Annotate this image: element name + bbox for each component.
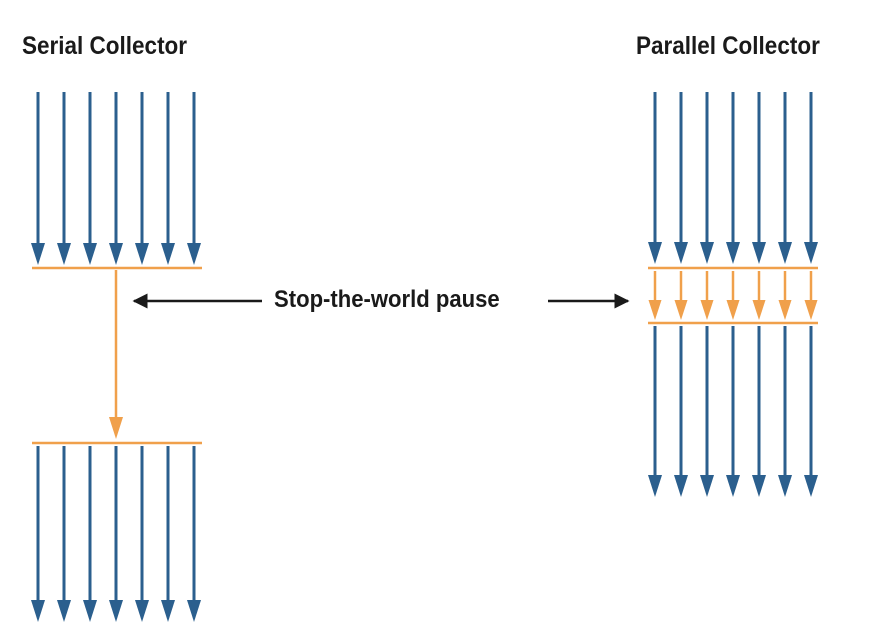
serial-collector-title: Serial Collector <box>22 32 188 60</box>
serial-app-thread-arrow-top <box>135 92 149 265</box>
serial-app-thread-arrow-top <box>109 92 123 265</box>
parallel-app-thread-arrow-top <box>804 92 818 264</box>
parallel-app-thread-arrow-top <box>700 92 714 264</box>
parallel-gc-thread-arrow <box>674 271 688 320</box>
parallel-app-thread-arrow-top <box>648 92 662 264</box>
parallel-app-thread-arrow-top <box>752 92 766 264</box>
serial-app-thread-arrow-bottom <box>135 446 149 622</box>
parallel-collector-title: Parallel Collector <box>636 32 820 60</box>
parallel-gc-thread-arrow <box>700 271 714 320</box>
parallel-app-thread-arrow-bottom <box>648 326 662 497</box>
serial-app-thread-arrow-top <box>161 92 175 265</box>
serial-app-thread-arrow-top <box>31 92 45 265</box>
parallel-gc-thread-arrow <box>778 271 792 320</box>
parallel-app-thread-arrow-bottom <box>752 326 766 497</box>
serial-app-thread-arrow-bottom <box>187 446 201 622</box>
serial-app-thread-arrow-bottom <box>31 446 45 622</box>
stop-the-world-label: Stop-the-world pause <box>274 286 500 313</box>
parallel-collector-group <box>648 92 818 497</box>
serial-app-thread-arrow-bottom <box>83 446 97 622</box>
serial-app-thread-arrow-top <box>83 92 97 265</box>
parallel-app-thread-arrow-top <box>726 92 740 264</box>
parallel-app-thread-arrow-bottom <box>804 326 818 497</box>
parallel-app-thread-arrow-top <box>674 92 688 264</box>
parallel-gc-thread-arrow <box>752 271 766 320</box>
parallel-app-thread-arrow-bottom <box>778 326 792 497</box>
serial-app-thread-arrow-bottom <box>109 446 123 622</box>
serial-app-thread-arrow-bottom <box>161 446 175 622</box>
serial-app-thread-arrow-top <box>57 92 71 265</box>
parallel-app-thread-arrow-top <box>778 92 792 264</box>
serial-app-thread-arrow-top <box>187 92 201 265</box>
parallel-app-thread-arrow-bottom <box>700 326 714 497</box>
parallel-app-thread-arrow-bottom <box>726 326 740 497</box>
parallel-gc-thread-arrow <box>648 271 662 320</box>
parallel-gc-thread-arrow <box>804 271 818 320</box>
parallel-app-thread-arrow-bottom <box>674 326 688 497</box>
serial-gc-thread-arrow <box>109 270 123 439</box>
serial-collector-group <box>31 92 202 622</box>
serial-app-thread-arrow-bottom <box>57 446 71 622</box>
parallel-gc-thread-arrow <box>726 271 740 320</box>
